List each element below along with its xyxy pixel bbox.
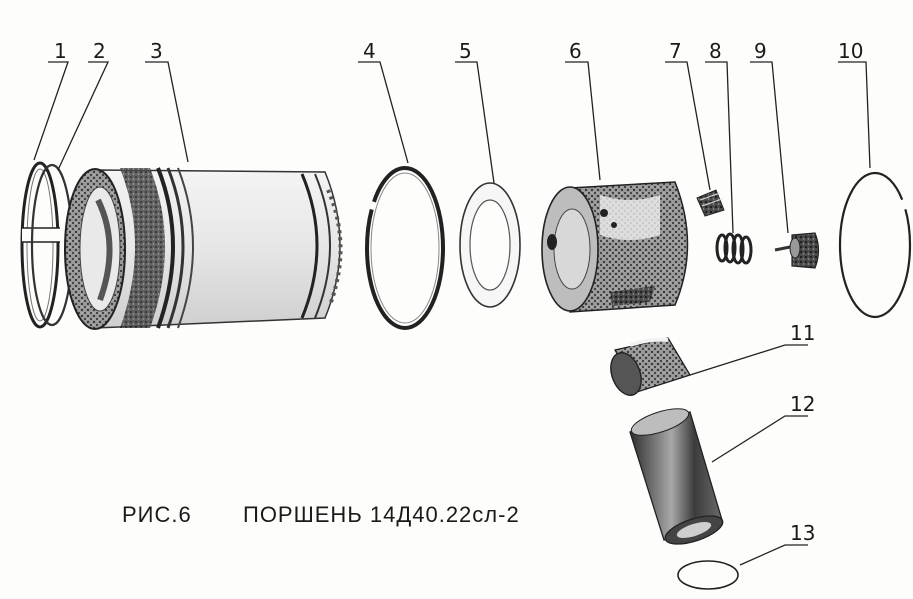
leader-lines [33, 61, 871, 566]
label-1: 1 [54, 39, 67, 63]
label-6: 6 [569, 39, 582, 63]
part-13-retaining-ring [677, 560, 739, 590]
part-8-spring [715, 232, 753, 265]
label-3: 3 [150, 39, 163, 63]
label-8: 8 [709, 39, 722, 63]
part-5-washer [459, 182, 521, 308]
part-9-plunger [774, 232, 820, 269]
label-12: 12 [790, 392, 815, 416]
part-7-screw [696, 189, 725, 217]
figure-title: ПОРШЕНЬ 14Д40.22сл-2 [243, 502, 520, 527]
figure-caption: РИС.6 ПОРШЕНЬ 14Д40.22сл-2 [122, 502, 520, 527]
part-10-circlip [838, 171, 912, 319]
part-6-piston-body [541, 181, 689, 313]
part-3-piston-crown [64, 167, 343, 330]
part-4-ring [365, 166, 445, 330]
label-5: 5 [459, 39, 472, 63]
label-13: 13 [790, 521, 815, 545]
label-2: 2 [93, 39, 106, 63]
label-9: 9 [754, 39, 767, 63]
label-4: 4 [363, 39, 376, 63]
part-11-bushing [610, 337, 691, 396]
figure-number: РИС.6 [122, 502, 192, 527]
part-12-piston-pin [629, 408, 724, 545]
label-11: 11 [790, 321, 815, 345]
callout-labels: 1 2 3 4 5 6 7 8 9 10 11 12 13 [54, 39, 863, 545]
label-7: 7 [669, 39, 682, 63]
label-10: 10 [838, 39, 863, 63]
part-1-ring [20, 161, 62, 329]
